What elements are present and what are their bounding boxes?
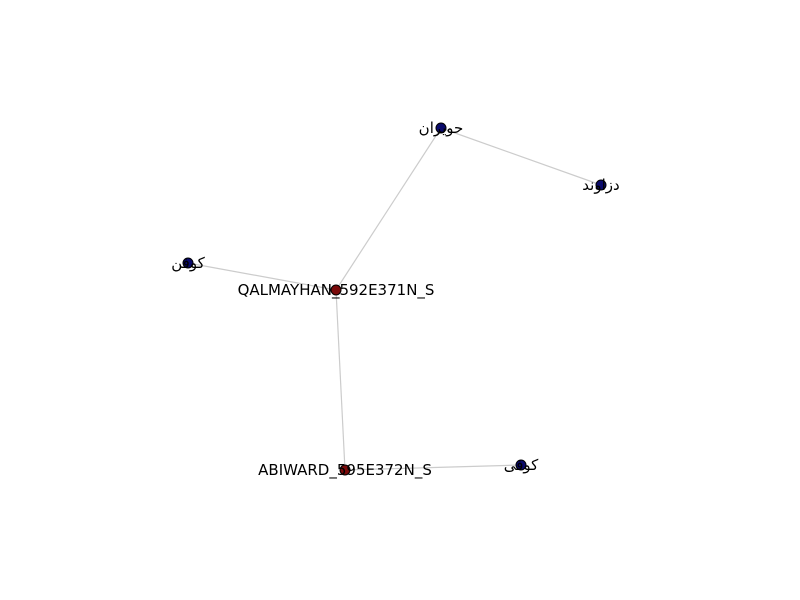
graph-node-label: QALMAYHAN_592E371N_S: [238, 281, 435, 300]
nodes-layer: [182, 122, 607, 476]
graph-edge: [335, 289, 346, 471]
graph-node: [435, 122, 447, 134]
graph-node: [330, 284, 342, 296]
graph-edge: [344, 464, 522, 471]
graph-node: [182, 257, 194, 269]
edges-layer: [187, 127, 602, 471]
graph-node-label: کوفی: [504, 456, 539, 474]
labels-layer: QALMAYHAN_592E371N_S ABIWARD_595E372N_S حو…: [171, 119, 619, 480]
graph-edge: [335, 127, 442, 291]
graph-node-label: دزاوند: [582, 176, 619, 194]
graph-node-label: کوفن: [171, 254, 205, 272]
graph-edge: [440, 127, 602, 186]
graph-node: [515, 459, 527, 471]
graph-node: [339, 464, 351, 476]
graph-node-label: ABIWARD_595E372N_S: [258, 461, 432, 480]
graph-edge: [187, 262, 337, 291]
graph-node: [595, 179, 607, 191]
graph-node-label: حویران: [419, 119, 464, 137]
